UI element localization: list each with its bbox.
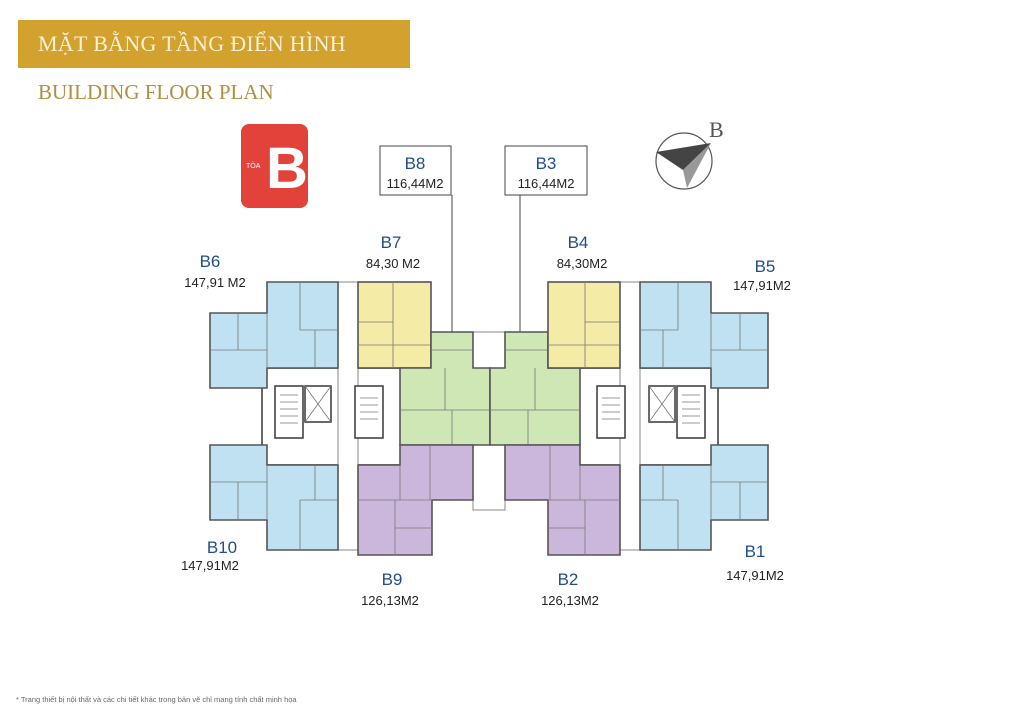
unit-b2[interactable] [504,444,621,556]
unit-b10[interactable] [209,444,339,551]
unit-b9[interactable] [357,444,474,556]
disclaimer-footnote: * Trang thiết bị nội thất và các chi tiế… [16,695,297,704]
core-right [596,385,706,439]
unit-code-b10: B10 [207,538,237,557]
unit-code-b4: B4 [568,233,589,252]
tower-badge: B TÒA [241,124,308,208]
unit-code-b1: B1 [745,542,766,561]
callout-b8: B8 116,44M2 [379,145,453,332]
unit-b1[interactable] [639,444,769,551]
unit-code-b3: B3 [536,154,557,173]
tower-prefix: TÒA [246,161,261,170]
title-english: BUILDING FLOOR PLAN [38,80,274,104]
unit-code-b8: B8 [405,154,426,173]
tower-letter: B [266,136,308,201]
unit-area-b5: 147,91M2 [733,278,791,293]
unit-area-b7: 84,30 M2 [366,256,420,271]
unit-code-b2: B2 [558,570,579,589]
unit-b4[interactable] [547,281,621,369]
unit-area-b9: 126,13M2 [361,593,419,608]
unit-b6[interactable] [209,281,339,389]
unit-code-b5: B5 [755,257,776,276]
core-left [274,385,384,439]
unit-area-b8: 116,44M2 [387,176,444,191]
unit-code-b6: B6 [200,252,221,271]
unit-area-b6: 147,91 M2 [184,275,245,290]
unit-area-b4: 84,30M2 [557,256,608,271]
unit-code-b7: B7 [381,233,402,252]
unit-b7[interactable] [357,281,432,369]
title-banner: MẶT BẰNG TẦNG ĐIỂN HÌNH [18,20,410,68]
callout-b3: B3 116,44M2 [504,145,588,332]
unit-area-b10: 147,91M2 [181,558,239,573]
compass-icon: B [655,117,724,190]
unit-area-b3: 116,44M2 [518,176,575,191]
compass-label: B [709,117,724,142]
unit-b5[interactable] [639,281,769,389]
unit-area-b2: 126,13M2 [541,593,599,608]
unit-area-b1: 147,91M2 [726,568,784,583]
title-vietnamese: MẶT BẰNG TẦNG ĐIỂN HÌNH [38,31,346,56]
unit-code-b9: B9 [382,570,403,589]
